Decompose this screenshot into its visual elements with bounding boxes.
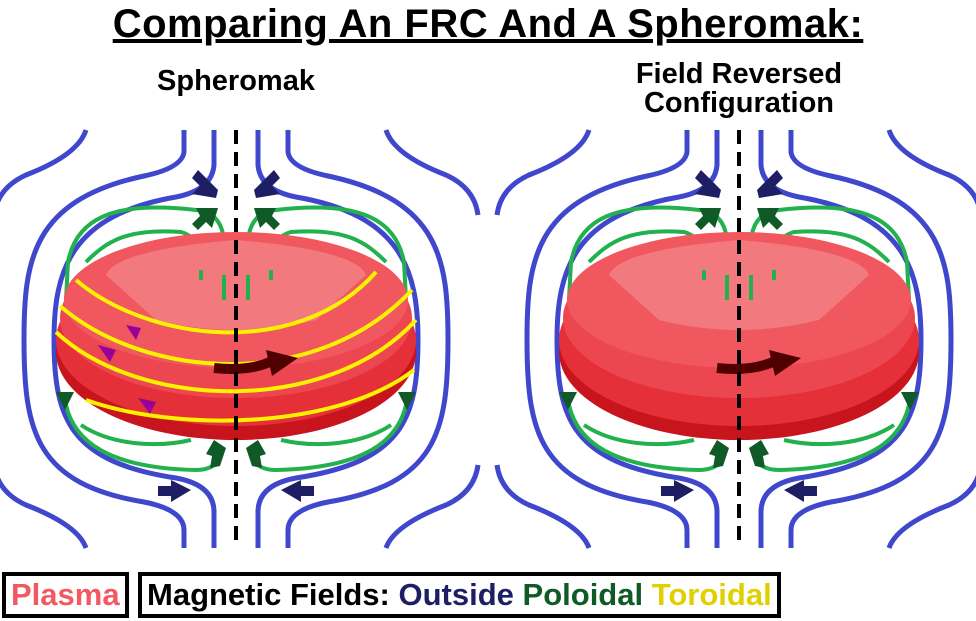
poloidal-lines-top [702,270,776,300]
frc-label: Field Reversed Configuration [589,60,889,118]
frc-diagram [497,130,976,548]
legend-poloidal: Poloidal [522,577,644,612]
toroidal-field-lines [54,270,418,423]
legend-toroidal: Toroidal [651,577,772,612]
page-title: Comparing An FRC And A Spheromak: [112,2,864,46]
spheromak-diagram [0,130,478,548]
legend-outside: Outside [398,577,514,612]
toroidal-arrows [98,325,156,414]
frc-label-line1: Field Reversed [635,58,843,90]
frc-label-line2: Configuration [643,87,835,119]
legend-fields-label: Magnetic Fields: [147,577,390,612]
poloidal-lines-top [199,270,273,300]
legend-plasma: Plasma [2,572,129,618]
spheromak-label: Spheromak [157,65,315,97]
legend-plasma-label: Plasma [11,577,120,612]
legend-magnetic-fields: Magnetic Fields: Outside Poloidal Toroid… [138,572,781,618]
